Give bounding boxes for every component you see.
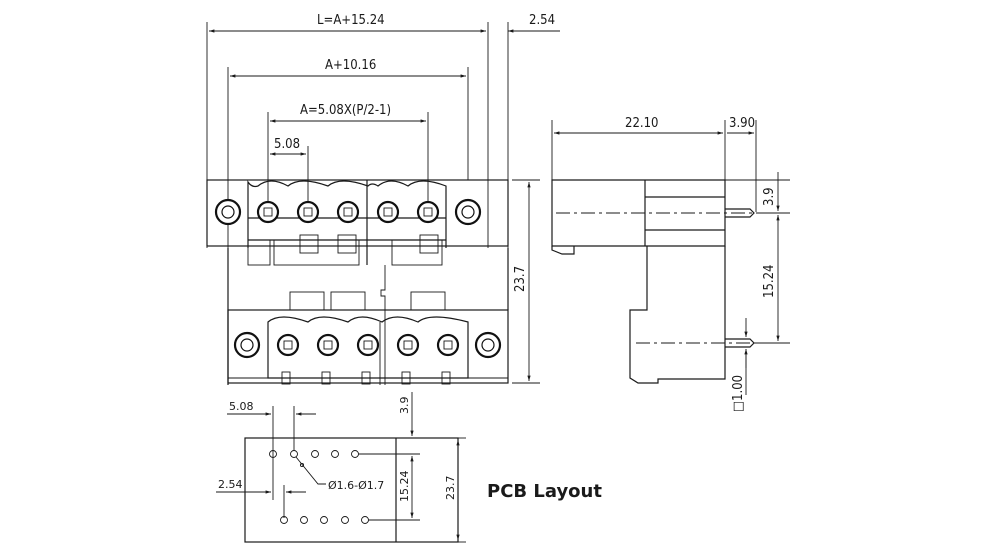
dimension-top-offset: 3.9 — [762, 187, 777, 206]
side-view: 22.10 3.90 3.9 15.24 □1.00 — [551, 116, 790, 412]
lower-plug-body — [267, 316, 469, 379]
pcb-stagger: 2.54 — [218, 478, 243, 491]
terminal-screw — [396, 333, 420, 357]
hole-diameter-leader — [295, 456, 326, 485]
lower-header-outline — [227, 309, 509, 384]
terminal-screw — [316, 333, 340, 357]
front-view: L=A+15.24 2.54 A+10.16 A=5.08X(P/2-1) 5.… — [206, 13, 560, 385]
terminal-screw — [276, 333, 300, 357]
pcb-hole-diameter: Ø1.6-Ø1.7 — [328, 479, 384, 492]
pcb-hole — [290, 450, 298, 458]
center-key — [380, 265, 386, 385]
pcb-top-row-holes — [269, 450, 359, 458]
pcb-row-spacing: 15.24 — [398, 471, 411, 503]
terminal-screw — [256, 200, 280, 224]
pcb-layout-title: PCB Layout — [487, 481, 602, 502]
pcb-hole — [361, 516, 369, 524]
dimension-inner-span: A+10.16 — [325, 58, 376, 73]
pcb-hole — [300, 516, 308, 524]
upper-plug-body — [247, 180, 447, 248]
pcb-hole — [351, 450, 359, 458]
dimension-row-spacing: 15.24 — [762, 265, 777, 298]
upper-latches — [247, 234, 443, 266]
pcb-hole — [311, 450, 319, 458]
pcb-hole — [331, 450, 339, 458]
lower-row-terminals — [233, 331, 502, 359]
side-upper-pin — [725, 208, 755, 218]
side-latch — [551, 246, 575, 255]
terminal-screw — [356, 333, 380, 357]
terminal-screw — [376, 200, 400, 224]
pcb-height: 23.7 — [444, 476, 457, 501]
pcb-hole — [320, 516, 328, 524]
terminal-screw — [436, 333, 460, 357]
upper-row-terminals — [214, 198, 482, 226]
dimension-height: 23.7 — [513, 266, 528, 292]
middle-tabs — [289, 291, 446, 311]
dimension-pin-length: 3.90 — [729, 116, 755, 131]
dimension-body-depth: 22.10 — [625, 116, 658, 131]
dimension-pitch: 5.08 — [274, 137, 300, 152]
dimension-pin-size: □1.00 — [731, 375, 746, 412]
dimension-overall-length: L=A+15.24 — [317, 13, 385, 28]
terminal-screw — [296, 200, 320, 224]
side-lower-body — [629, 246, 726, 384]
dimension-pitch-formula: A=5.08X(P/2-1) — [300, 103, 391, 118]
lower-latches — [281, 371, 451, 385]
pcb-layout: 5.08 2.54 Ø1.6-Ø1.7 3.9 15.24 23.7 PCB L… — [216, 392, 602, 543]
pcb-top-offset: 3.9 — [398, 397, 411, 415]
terminal-screw — [336, 200, 360, 224]
upper-flange-outline — [206, 179, 509, 247]
dimension-flange-offset: 2.54 — [529, 13, 555, 28]
pcb-hole — [341, 516, 349, 524]
pcb-pitch: 5.08 — [229, 400, 254, 413]
pcb-bottom-row-holes — [280, 516, 369, 524]
terminal-screw — [416, 200, 440, 224]
